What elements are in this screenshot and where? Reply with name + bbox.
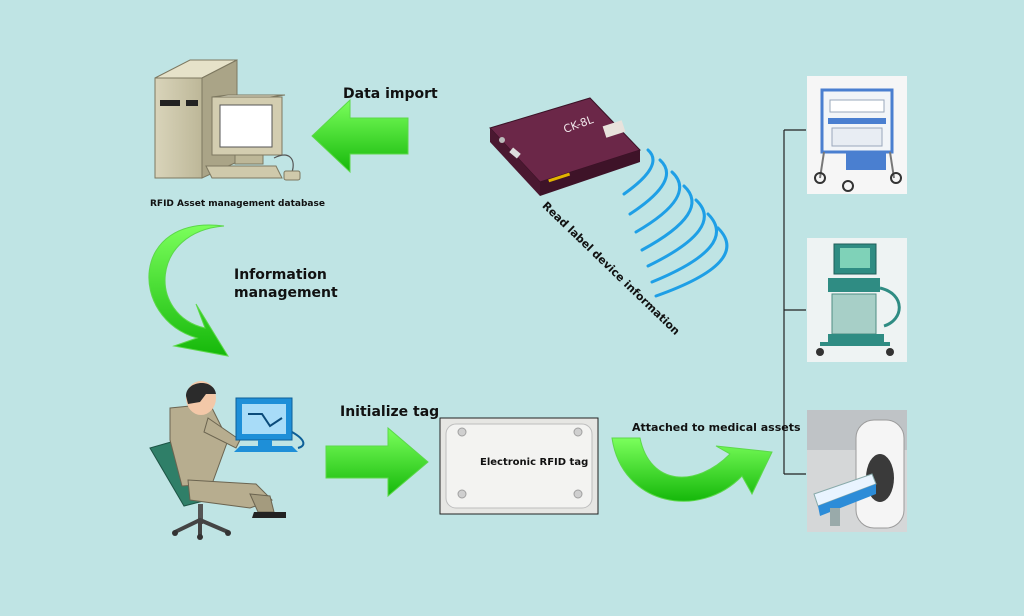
mri-scanner-icon [807,410,907,532]
information-management-arrow [148,224,230,357]
medical-cart-icon [807,76,907,194]
desktop-computer-icon [154,59,301,181]
rfid-reader-icon [489,97,641,196]
operator-at-computer-icon [149,381,305,540]
database-label: RFID Asset management database [150,199,325,209]
information-management-label-line1: Information [234,267,327,283]
initialize-tag-label: Initialize tag [340,404,440,420]
attached-to-assets-arrow [611,437,773,502]
information-management-label-line2: management [234,285,338,301]
attached-to-assets-label: Attached to medical assets [632,421,801,434]
ultrasound-machine-icon [807,238,907,362]
data-import-arrow [311,98,409,174]
rfid-tag-label: Electronic RFID tag [480,457,589,468]
asset-connector-lines [783,129,806,475]
data-import-label: Data import [343,86,438,102]
rfid-tag-icon [439,417,599,515]
signal-waves [622,148,729,298]
initialize-tag-arrow [325,426,429,498]
